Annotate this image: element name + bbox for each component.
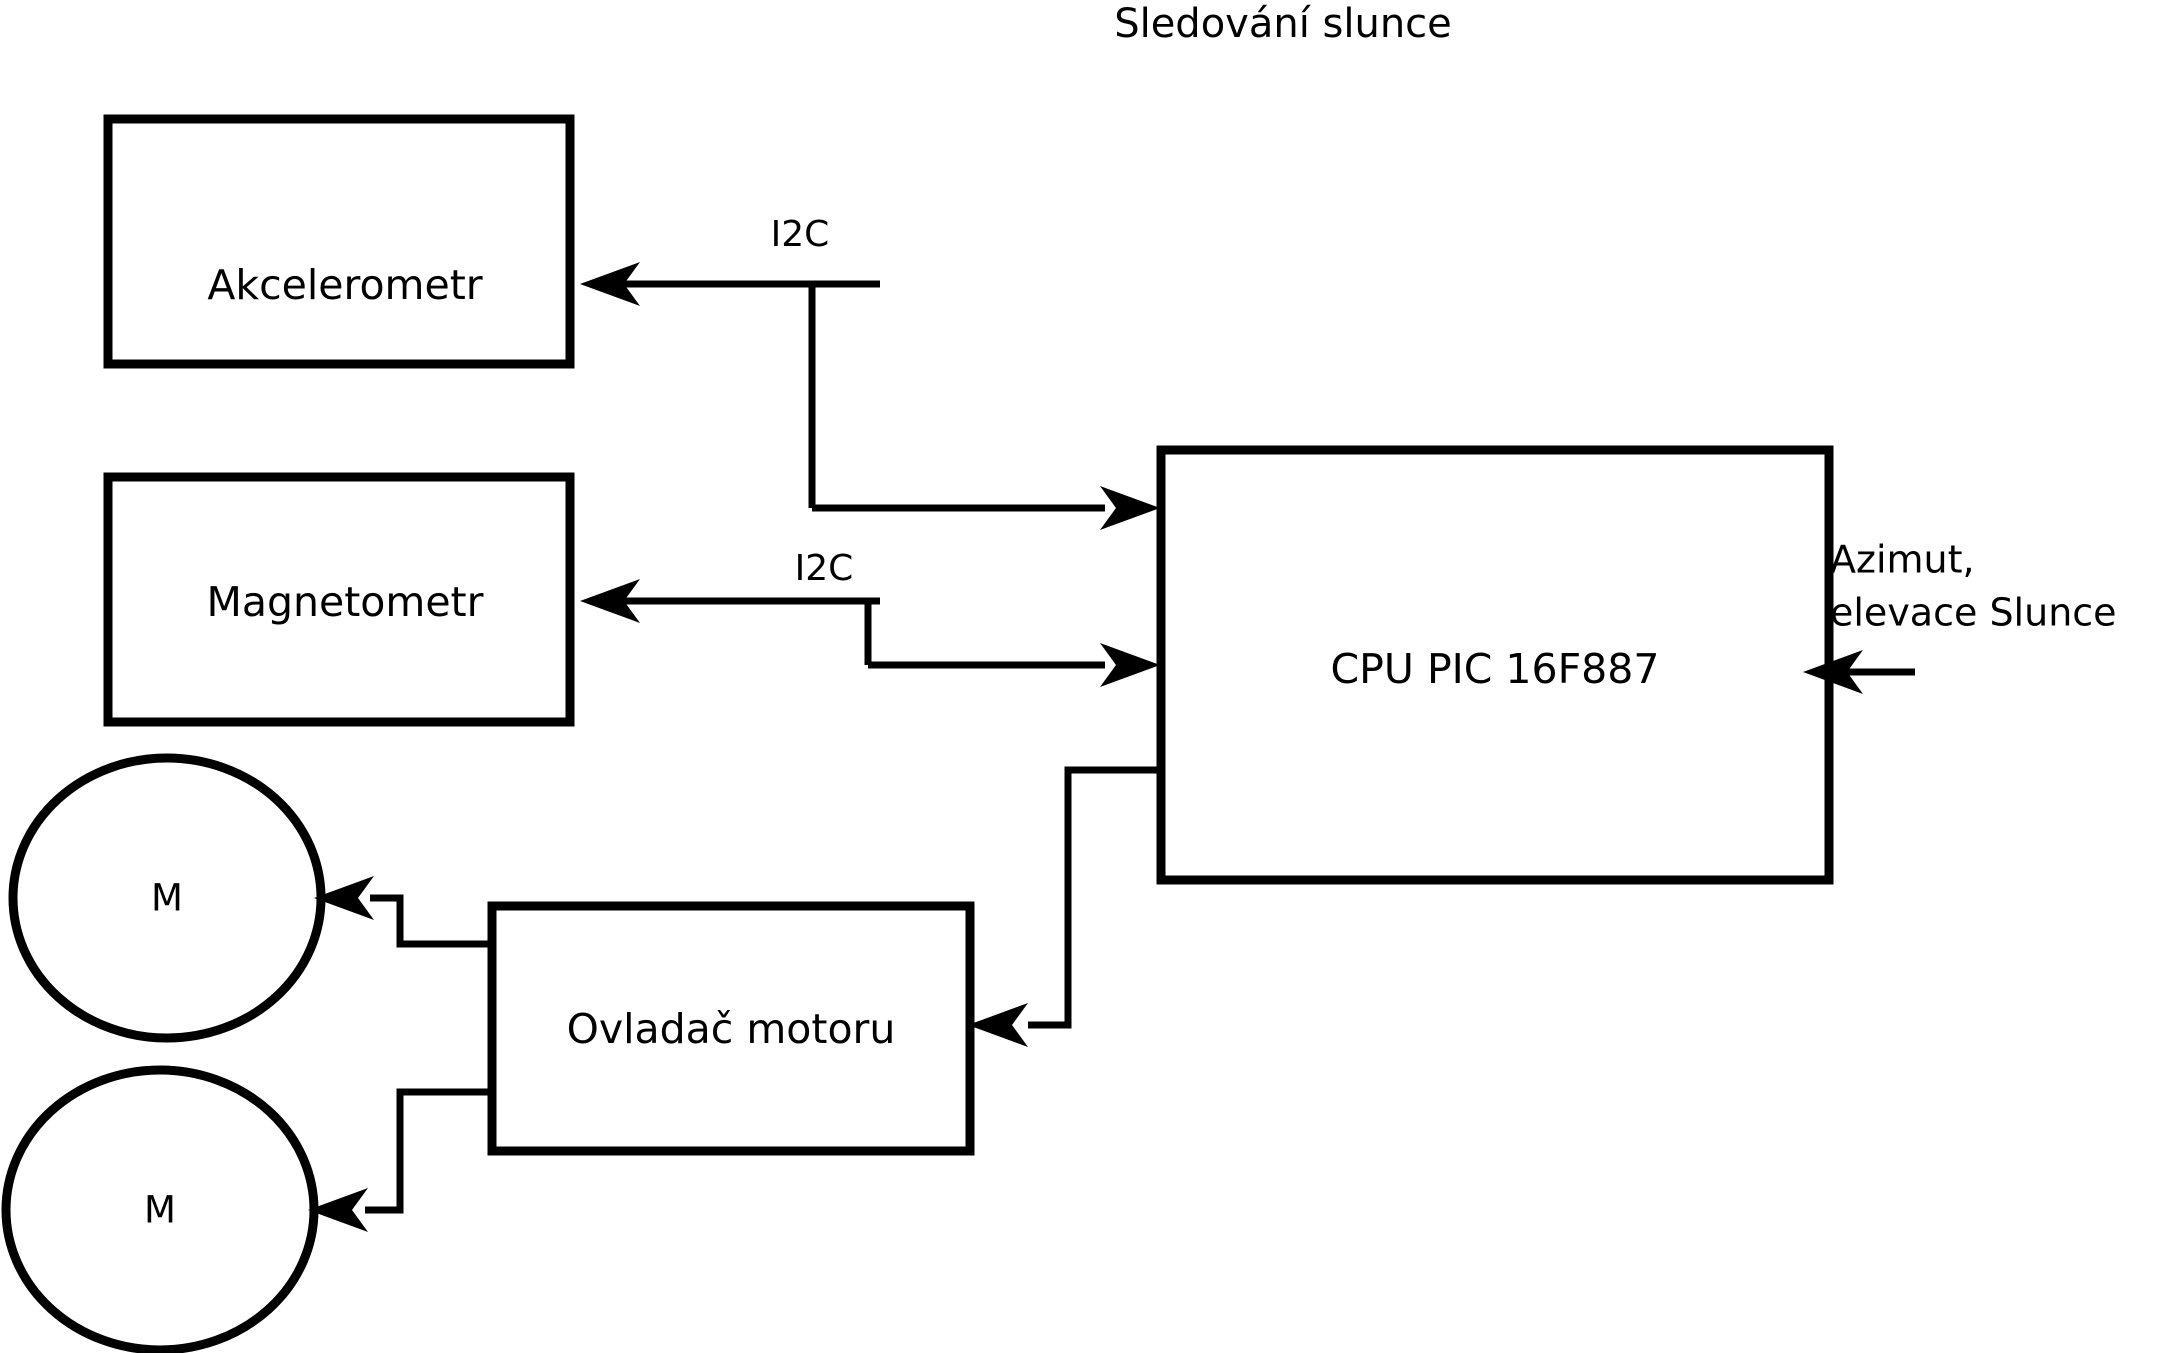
diagram-title: Sledování slunce <box>1114 1 1452 47</box>
arrowhead-into-cpu-lower <box>1100 643 1160 687</box>
magnetometer-box[interactable] <box>103 472 575 727</box>
connection-magnetometer-to-cpu <box>868 643 1160 687</box>
accelerometer-box[interactable] <box>103 114 575 369</box>
connection-cpu-to-motor-driver <box>968 766 1160 1047</box>
node-magnetometer[interactable]: Magnetometr <box>103 472 575 727</box>
connection-cpu-to-magnetometer <box>580 579 880 665</box>
arrowhead-into-motor-bottom <box>308 1188 368 1232</box>
i2c-label-accelerometer: I2C <box>771 214 830 255</box>
sun-input-label-line2: elevace Slunce <box>1830 591 2117 635</box>
node-motor-top[interactable]: M <box>8 753 326 1043</box>
motor-driver-box[interactable] <box>487 901 975 1156</box>
arrowhead-into-motor-top <box>314 876 374 920</box>
magnetometer-i2c-out-line <box>864 597 880 665</box>
node-accelerometer[interactable]: Akcelerometr <box>103 114 575 369</box>
node-cpu[interactable]: CPU PIC 16F887 <box>1156 445 1834 885</box>
accelerometer-i2c-out-line <box>808 280 880 508</box>
motor-bottom-label: M <box>144 1189 176 1232</box>
cpu-motor-driver-line <box>1028 766 1160 1029</box>
connection-accelerometer-to-cpu <box>812 486 1160 530</box>
node-motor-driver[interactable]: Ovladač motoru <box>487 901 975 1156</box>
connection-motor-driver-to-motor-bottom <box>308 1088 494 1232</box>
cpu-box[interactable] <box>1156 445 1834 885</box>
connection-cpu-to-accelerometer <box>580 262 880 508</box>
arrowhead-into-magnetometer <box>580 579 640 623</box>
magnetometer-label: Magnetometr <box>207 578 484 626</box>
connection-sun-input-to-cpu: Azimut, elevace Slunce <box>1803 538 2117 694</box>
node-motor-bottom[interactable]: M <box>1 1065 319 1353</box>
i2c-label-magnetometer: I2C <box>795 548 854 589</box>
arrowhead-into-motor-driver <box>968 1003 1028 1047</box>
arrowhead-into-cpu-right <box>1803 650 1863 694</box>
arrowhead-into-cpu-upper <box>1100 486 1160 530</box>
motor-top-label: M <box>151 877 183 920</box>
arrowhead-into-accelerometer <box>580 262 640 306</box>
motor-driver-motor-top-line <box>370 894 494 948</box>
cpu-label: CPU PIC 16F887 <box>1331 645 1660 693</box>
motor-driver-label: Ovladač motoru <box>567 1005 896 1053</box>
connection-motor-driver-to-motor-top <box>314 876 494 948</box>
accelerometer-label: Akcelerometr <box>207 261 482 309</box>
motor-driver-motor-bottom-line <box>365 1088 494 1214</box>
sun-input-label-line1: Azimut, <box>1830 538 1975 582</box>
